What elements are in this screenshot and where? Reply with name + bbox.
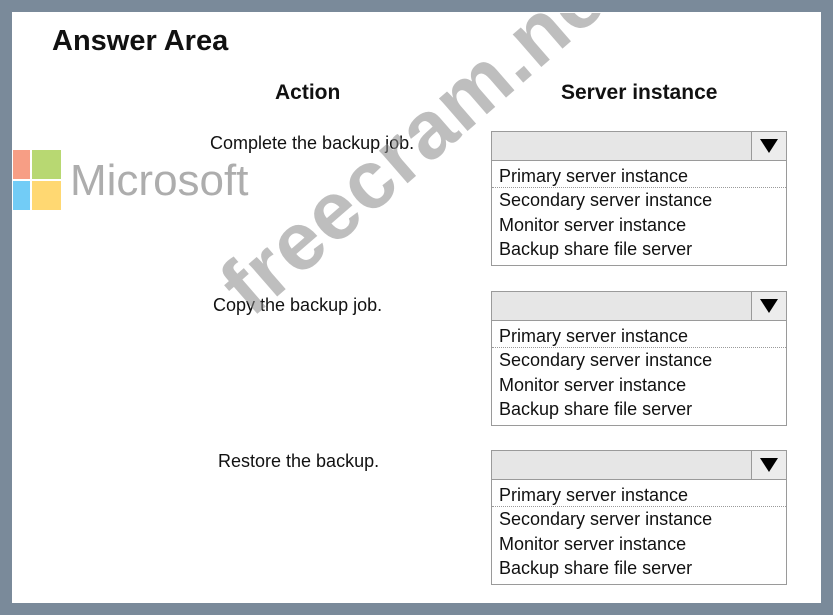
dropdown-option[interactable]: Secondary server instance (499, 509, 713, 529)
dropdown-toggle-button[interactable] (751, 451, 786, 479)
server-dropdown-restore[interactable]: Primary server instance Secondary server… (491, 450, 787, 585)
dropdown-option[interactable]: Backup share file server (499, 239, 693, 259)
dropdown-options: Primary server instance Secondary server… (491, 321, 787, 426)
microsoft-logo-icon (13, 150, 62, 211)
dropdown-option[interactable]: Monitor server instance (499, 214, 687, 235)
dropdown-option[interactable]: Secondary server instance (499, 190, 713, 210)
server-dropdown-copy[interactable]: Primary server instance Secondary server… (491, 291, 787, 426)
dropdown-header[interactable] (491, 131, 787, 161)
triangle-down-icon (760, 299, 778, 313)
dropdown-option[interactable]: Secondary server instance (499, 350, 713, 370)
dropdown-toggle-button[interactable] (751, 132, 786, 160)
dropdown-option[interactable]: Backup share file server (499, 399, 693, 419)
action-label-restore: Restore the backup. (218, 451, 380, 471)
action-label-complete: Complete the backup job. (210, 133, 415, 153)
page-title: Answer Area (52, 25, 229, 57)
server-dropdown-complete[interactable]: Primary server instance Secondary server… (491, 131, 787, 266)
answer-area-card: Answer Area Action Server instance Compl… (12, 12, 821, 603)
dropdown-options: Primary server instance Secondary server… (491, 480, 787, 585)
action-label-copy: Copy the backup job. (213, 295, 383, 315)
dropdown-option[interactable]: Primary server instance (492, 324, 786, 348)
column-header-action: Action (275, 81, 341, 104)
dropdown-option[interactable]: Backup share file server (499, 558, 693, 578)
dropdown-option[interactable]: Primary server instance (492, 164, 786, 188)
dropdown-option[interactable]: Monitor server instance (499, 533, 687, 554)
dropdown-toggle-button[interactable] (751, 292, 786, 320)
microsoft-logo-text: Microsoft (70, 155, 249, 205)
triangle-down-icon (760, 458, 778, 472)
microsoft-logo: Microsoft (13, 150, 249, 211)
dropdown-options: Primary server instance Secondary server… (491, 161, 787, 266)
dropdown-option[interactable]: Monitor server instance (499, 374, 687, 395)
dropdown-option[interactable]: Primary server instance (492, 483, 786, 507)
column-header-server-instance: Server instance (561, 81, 718, 104)
dropdown-header[interactable] (491, 450, 787, 480)
dropdown-header[interactable] (491, 291, 787, 321)
triangle-down-icon (760, 139, 778, 153)
